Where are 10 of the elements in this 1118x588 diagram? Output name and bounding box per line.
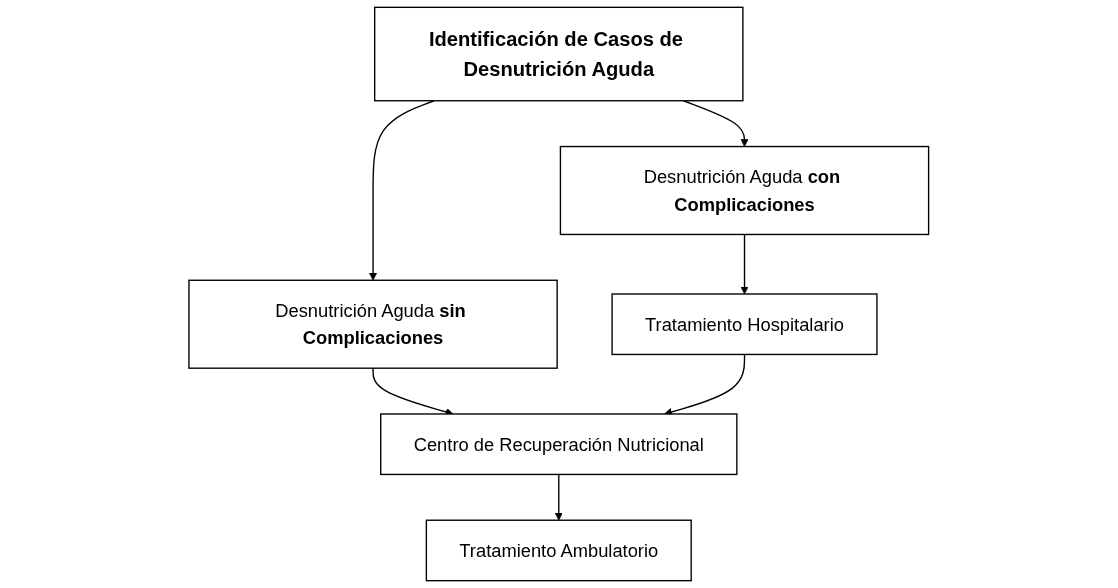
- node-box: Desnutrición Aguda con Complicaciones: [559, 145, 930, 236]
- node-box: Desnutrición Aguda sin Complicaciones: [188, 279, 559, 369]
- arrow: [682, 100, 749, 147]
- node-box: Tratamiento Ambulatorio: [425, 519, 693, 582]
- node-box: Tratamiento Hospitalario: [611, 293, 878, 356]
- node-box: Centro de Recuperación Nutricional: [380, 413, 738, 476]
- node-box: Identificación de Casos de Desnutrición Aguda: [374, 6, 744, 102]
- arrow: [369, 100, 436, 281]
- arrow: [554, 473, 564, 521]
- arrow: [740, 233, 749, 295]
